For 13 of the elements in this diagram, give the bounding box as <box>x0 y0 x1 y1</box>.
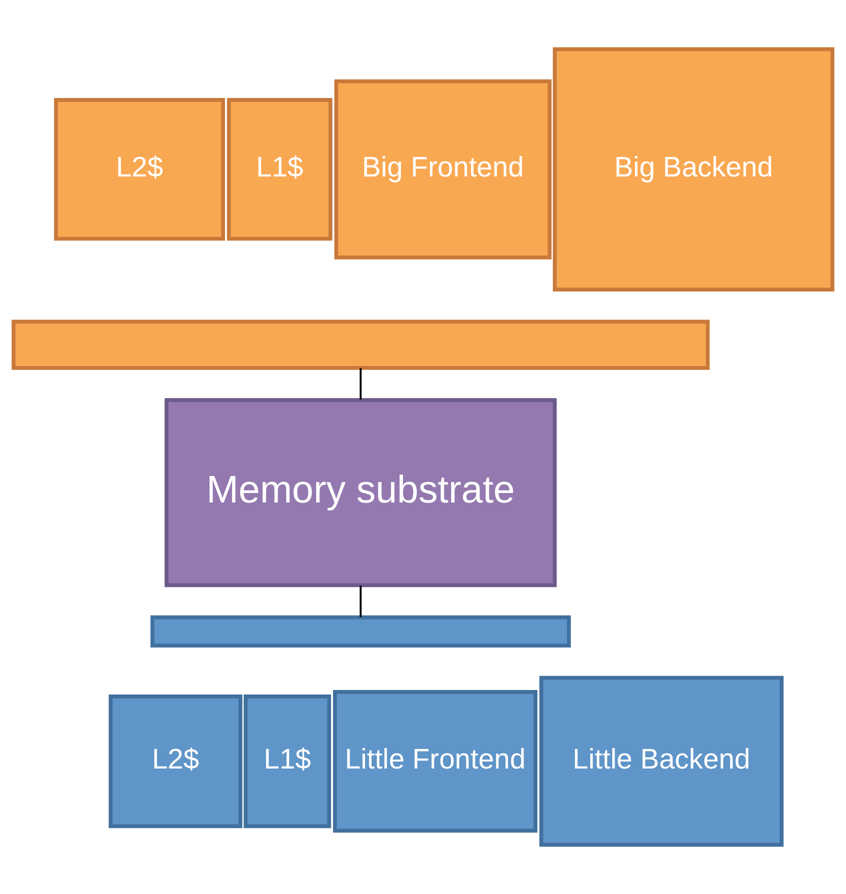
node-box: Little Frontend <box>333 690 538 833</box>
node-box: L1$ <box>244 694 332 828</box>
node-box: Big Backend <box>552 47 834 292</box>
connector <box>360 368 362 400</box>
connector <box>360 586 362 618</box>
node-box: L2$ <box>108 694 242 828</box>
node-box <box>150 615 571 648</box>
node-box: L1$ <box>226 98 332 241</box>
node-box: Memory substrate <box>164 398 557 588</box>
node-box: Big Frontend <box>334 79 552 260</box>
node-box <box>12 320 710 370</box>
node-box: Little Backend <box>539 676 784 847</box>
node-box: L2$ <box>54 98 226 241</box>
